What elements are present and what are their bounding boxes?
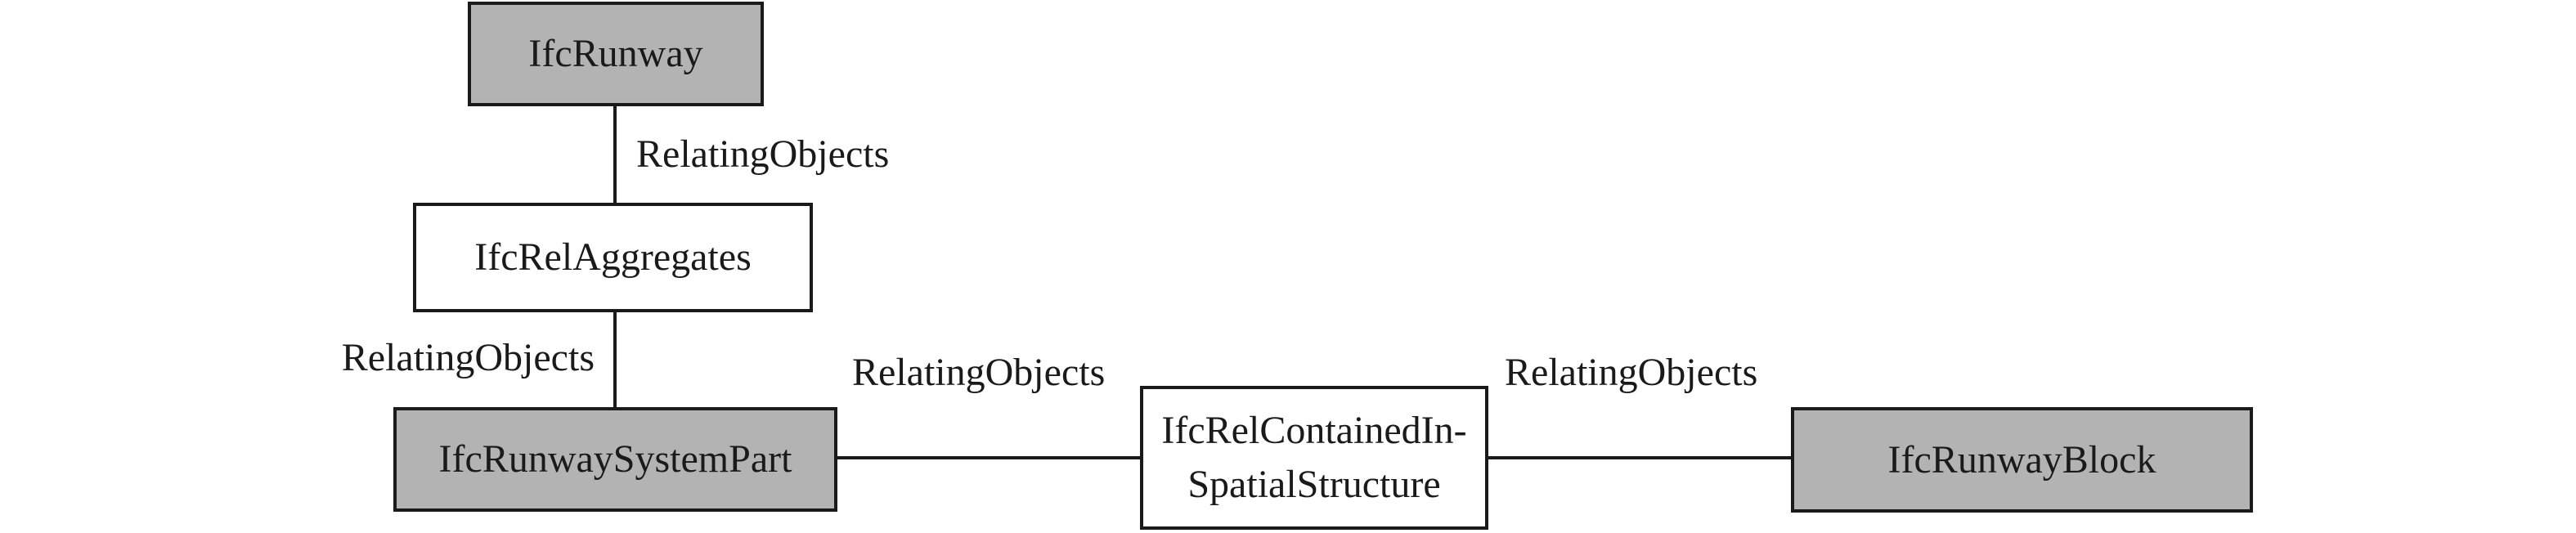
node-ifc-runway-block: IfcRunwayBlock <box>1791 407 2253 513</box>
edge-label-relating-objects-2: RelatingObjects <box>341 336 595 379</box>
node-ifc-rel-contained-in-spatial-structure: IfcRelContainedIn- SpatialStructure <box>1140 386 1488 530</box>
node-ifc-runway-system-part-label: IfcRunwaySystemPart <box>438 437 792 481</box>
edge-label-relating-objects-4: RelatingObjects <box>1505 351 1758 394</box>
node-ifc-rel-contained-label-line2: SpatialStructure <box>1187 463 1441 506</box>
edge-label-relating-objects-1: RelatingObjects <box>636 132 890 176</box>
edge-line-relaggregates-to-systempart <box>613 312 617 407</box>
edge-line-runway-to-relaggregates <box>613 106 617 204</box>
node-ifc-runway-label: IfcRunway <box>528 32 703 75</box>
node-ifc-runway: IfcRunway <box>468 2 764 106</box>
edge-line-systempart-to-contained <box>837 456 1140 459</box>
node-ifc-runway-system-part: IfcRunwaySystemPart <box>393 407 837 512</box>
node-ifc-rel-aggregates: IfcRelAggregates <box>413 203 813 312</box>
edge-line-contained-to-runwayblock <box>1488 456 1791 459</box>
edge-label-relating-objects-3: RelatingObjects <box>852 351 1106 394</box>
node-ifc-runway-block-label: IfcRunwayBlock <box>1887 437 2156 481</box>
node-ifc-rel-contained-label-line1: IfcRelContainedIn- <box>1161 409 1467 452</box>
node-ifc-rel-aggregates-label: IfcRelAggregates <box>474 235 752 279</box>
